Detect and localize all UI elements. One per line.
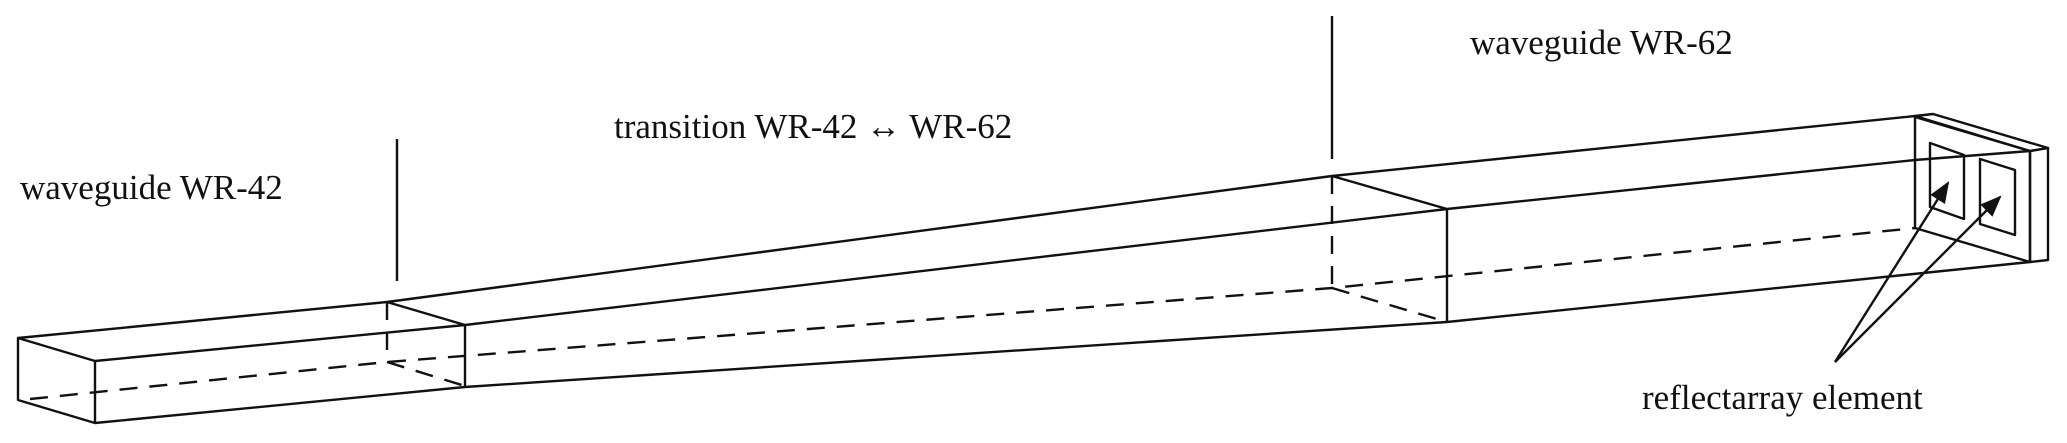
element-pointer-arrows [1833, 181, 2002, 363]
waveguide-wr62-section [1331, 114, 2031, 324]
label-reflectarray-element: reflectarray element [1642, 378, 1923, 417]
reflectarray-element-1 [1928, 141, 1966, 221]
label-transition: transition WR-42 ↔ WR-62 [614, 107, 1012, 146]
hidden-edges [29, 176, 1916, 401]
transition-section [386, 174, 1449, 389]
waveguide-wr42-section [16, 300, 467, 425]
label-waveguide-wr42: waveguide WR-42 [20, 168, 283, 207]
label-waveguide-wr62: waveguide WR-62 [1470, 23, 1733, 62]
reflectarray-element-2 [1978, 157, 2017, 237]
reflectarray-plate [1913, 112, 2050, 264]
